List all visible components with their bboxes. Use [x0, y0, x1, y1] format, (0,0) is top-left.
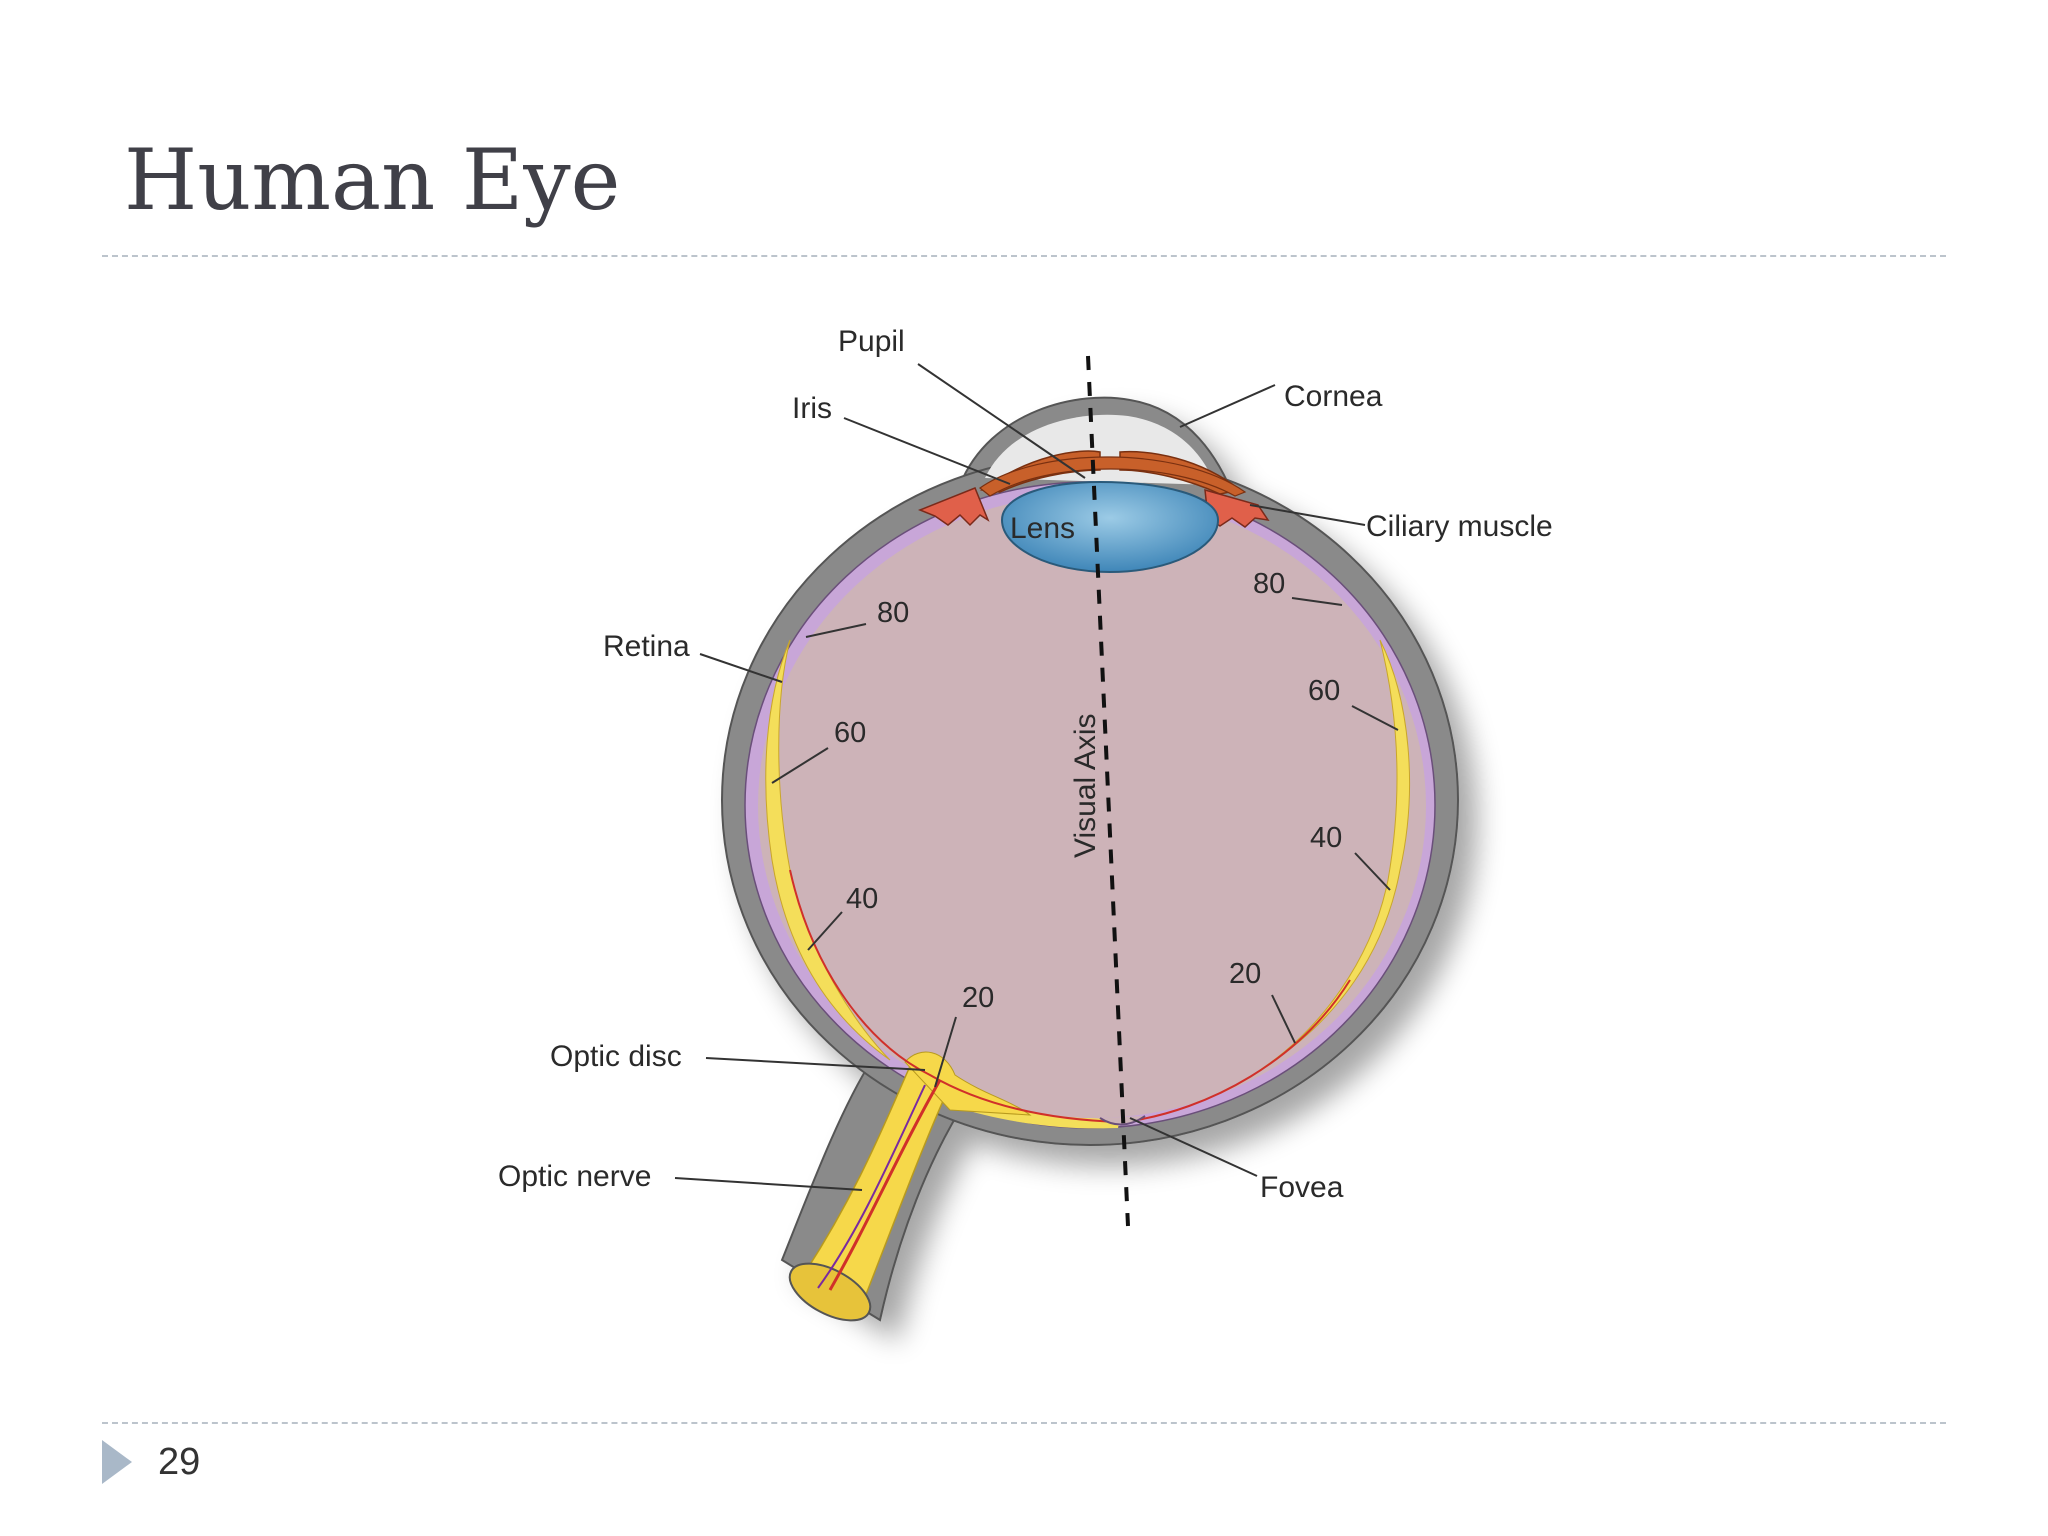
retina-yellow-left	[765, 639, 891, 1061]
tick-left-60	[771, 747, 829, 784]
degree-left-40: 40	[846, 883, 878, 915]
degree-left-80: 80	[877, 597, 909, 629]
degree-right-80: 80	[1253, 568, 1285, 600]
title-divider	[102, 255, 1946, 257]
retina-leader	[699, 653, 783, 683]
label-fovea: Fovea	[1260, 1171, 1344, 1204]
tick-right-60	[1351, 705, 1399, 731]
label-ciliary-muscle: Ciliary muscle	[1366, 510, 1553, 543]
optic-nerve-leader	[674, 1177, 863, 1191]
degree-right-60: 60	[1308, 675, 1340, 707]
degree-right-40: 40	[1310, 822, 1342, 854]
tick-right-80	[1291, 597, 1343, 606]
optic-disc-leader	[705, 1057, 926, 1071]
ciliary-muscle-leader	[1249, 504, 1366, 526]
ciliary-muscle-left	[917, 487, 990, 527]
blood-vessel	[817, 1084, 926, 1289]
label-cornea: Cornea	[1284, 380, 1383, 413]
blood-vessel	[789, 869, 1121, 1123]
degree-left-20: 20	[962, 982, 994, 1014]
label-retina: Retina	[603, 630, 690, 663]
degree-right-20: 20	[1229, 958, 1261, 990]
vitreous-body	[758, 494, 1426, 1118]
slide-title: Human Eye	[124, 131, 621, 229]
fovea-leader	[1129, 1117, 1258, 1177]
tick-left-80	[805, 623, 867, 638]
tick-right-20	[1271, 994, 1296, 1044]
footer-divider	[102, 1422, 1946, 1424]
label-iris: Iris	[792, 392, 832, 425]
blood-vessel	[1124, 979, 1351, 1123]
label-visual-axis: Visual Axis	[1069, 713, 1102, 858]
play-triangle-icon	[102, 1440, 132, 1484]
tick-left-20	[934, 1016, 957, 1088]
pupil-leader	[917, 363, 1086, 479]
lens-shape	[1000, 480, 1220, 574]
iris-leader	[843, 417, 1011, 485]
tick-left-40	[807, 911, 843, 951]
degree-left-60: 60	[834, 717, 866, 749]
label-lens: Lens	[1010, 512, 1075, 545]
cornea-leader	[1179, 384, 1276, 428]
tick-right-40	[1354, 852, 1391, 891]
page-number: 29	[158, 1441, 201, 1483]
label-pupil: Pupil	[838, 325, 905, 358]
blood-vessel	[828, 1079, 942, 1291]
label-optic-disc: Optic disc	[550, 1040, 682, 1073]
label-optic-nerve: Optic nerve	[498, 1160, 651, 1193]
